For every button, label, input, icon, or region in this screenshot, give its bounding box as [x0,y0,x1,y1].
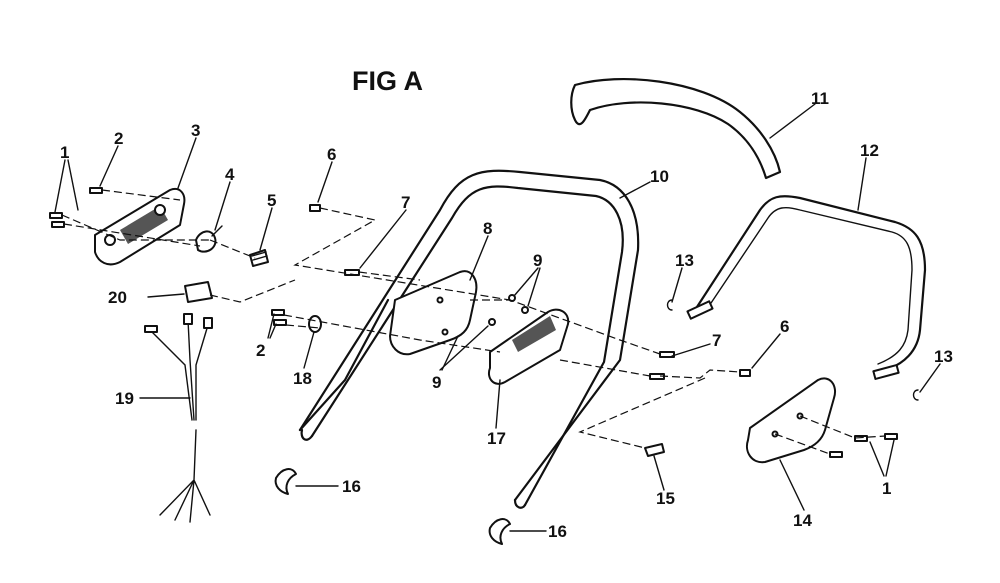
part-16-hook-upper [274,468,297,495]
part-11-grip [570,77,782,180]
callout-16-upper: 16 [342,477,361,496]
callout-2-lower: 2 [256,341,265,360]
callout-7-top: 7 [401,193,410,212]
callout-4: 4 [225,165,235,184]
leader-lines [54,103,941,532]
callout-14: 14 [793,511,812,530]
callout-20: 20 [108,288,127,307]
callout-11: 11 [811,89,829,108]
hardware [49,187,919,458]
part-19-wire-harness [144,313,213,523]
callout-9-top: 9 [533,251,542,270]
callout-6-right: 6 [780,317,789,336]
figure-title: FIG A [352,66,423,96]
part-10-handle [298,169,640,509]
part-12-bail [686,195,927,380]
callout-8: 8 [483,219,492,238]
callout-19: 19 [115,389,134,408]
callout-7-right: 7 [712,331,721,350]
part-17-housing [488,308,570,385]
callout-3: 3 [191,121,200,140]
part-16-hook-lower [488,518,511,545]
callout-1-right: 1 [882,479,891,498]
callout-9-lower: 9 [432,373,441,392]
assembly-lines [61,189,886,455]
callout-12: 12 [860,141,879,160]
part-20-connector [184,281,213,303]
callout-16-lower: 16 [548,522,567,541]
callout-17: 17 [487,429,506,448]
callout-labels: 1 2 3 4 5 6 7 8 9 10 11 12 13 20 2 18 19… [60,89,953,541]
callout-18: 18 [293,369,312,388]
callout-13-right: 13 [934,347,953,366]
callout-10: 10 [650,167,669,186]
callout-5: 5 [267,191,276,210]
callout-1-left: 1 [60,143,69,162]
part-4-lever [195,225,223,253]
part-14-cover [746,377,836,464]
callout-2-top: 2 [114,129,123,148]
part-5-spring [249,249,269,267]
callout-6-left: 6 [327,145,336,164]
callout-13-left: 13 [675,251,694,270]
part-15-tab [644,443,665,457]
part-18-clip [308,315,322,333]
callout-15: 15 [656,489,675,508]
part-3-switch-housing [94,188,186,266]
